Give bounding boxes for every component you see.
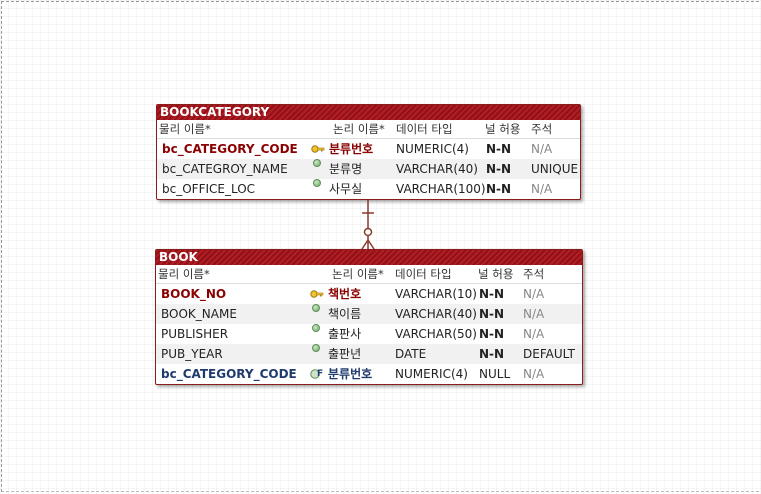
header-physical-name: 물리 이름* (159, 122, 211, 136)
comment: N/A (523, 307, 545, 321)
physical-name: BOOK_NAME (161, 307, 237, 321)
comment: DEFAULT (523, 347, 575, 361)
header-physical-name: 물리 이름* (158, 267, 210, 281)
logical-name: 분류명 (329, 162, 363, 176)
data-type: VARCHAR(100) (396, 182, 486, 196)
physical-name: PUBLISHER (161, 327, 229, 341)
attribute-row[interactable]: bc_OFFICE_LOC 사무실 VARCHAR(100) N-N N/A (157, 179, 580, 199)
nullable: N-N (486, 162, 512, 176)
attribute-row[interactable]: bc_CATEGORY_CODE 분류번호 NUMERIC(4) N-N N/A (157, 139, 580, 159)
column-header-row: 물리 이름* 논리 이름* 데이터 타입 널 허용 주석 (156, 265, 582, 284)
column-header-row: 물리 이름* 논리 이름* 데이터 타입 널 허용 주석 (157, 120, 580, 139)
data-type: VARCHAR(40) (395, 307, 477, 321)
entity-bookcategory[interactable]: BOOKCATEGORY 물리 이름* 논리 이름* 데이터 타입 널 허용 주… (156, 104, 581, 200)
header-nullable: 널 허용 (485, 122, 521, 136)
attribute-row[interactable]: BOOK_NAME 책이름 VARCHAR(40) N-N N/A (156, 304, 582, 324)
comment: N/A (523, 367, 545, 381)
header-comment: 주석 (523, 267, 545, 281)
data-type: NUMERIC(4) (395, 367, 468, 381)
attribute-row[interactable]: PUBLISHER 출판사 VARCHAR(50) N-N N/A (156, 324, 582, 344)
header-logical-name: 논리 이름* (333, 122, 385, 136)
logical-name: 분류번호 (329, 142, 374, 156)
nullable: NULL (479, 367, 511, 381)
comment: N/A (523, 327, 545, 341)
entity-title[interactable]: BOOK (156, 250, 582, 265)
attribute-row[interactable]: bc_CATEGROY_NAME 분류명 VARCHAR(40) N-N UNI… (157, 159, 580, 179)
physical-name: PUB_YEAR (161, 347, 223, 361)
comment: N/A (523, 287, 545, 301)
header-data-type: 데이터 타입 (396, 122, 453, 136)
entity-book[interactable]: BOOK 물리 이름* 논리 이름* 데이터 타입 널 허용 주석 BOOK_N… (155, 249, 583, 385)
attribute-list: BOOK_NO 책번호 VARCHAR(10) N-N N/A BOOK_NAM… (156, 284, 582, 384)
nullable: N-N (479, 287, 505, 301)
header-data-type: 데이터 타입 (395, 267, 452, 281)
attribute-list: bc_CATEGORY_CODE 분류번호 NUMERIC(4) N-N N/A… (157, 139, 580, 199)
entity-title[interactable]: BOOKCATEGORY (157, 105, 580, 120)
nullable: N-N (486, 182, 512, 196)
attribute-dot-icon (312, 304, 320, 312)
logical-name: 사무실 (329, 182, 363, 196)
attribute-dot-icon (312, 324, 320, 332)
data-type: VARCHAR(10) (395, 287, 477, 301)
data-type: VARCHAR(40) (396, 162, 478, 176)
logical-name: 책번호 (328, 287, 362, 301)
attribute-dot-icon (312, 344, 320, 352)
header-comment: 주석 (531, 122, 553, 136)
attribute-dot-icon (313, 159, 321, 167)
header-logical-name: 논리 이름* (332, 267, 384, 281)
physical-name: bc_CATEGORY_CODE (162, 142, 298, 156)
logical-name: 출판년 (328, 347, 362, 361)
header-nullable: 널 허용 (478, 267, 514, 281)
nullable: N-N (479, 327, 505, 341)
nullable: N-N (479, 347, 505, 361)
physical-name: BOOK_NO (161, 287, 227, 301)
comment: UNIQUE (531, 162, 579, 176)
nullable: N-N (486, 142, 512, 156)
key-icon (311, 145, 325, 153)
logical-name: 분류번호 (328, 367, 373, 381)
logical-name: 책이름 (328, 307, 362, 321)
attribute-row[interactable]: BOOK_NO 책번호 VARCHAR(10) N-N N/A (156, 284, 582, 304)
data-type: VARCHAR(50) (395, 327, 477, 341)
svg-text:F: F (317, 369, 323, 379)
data-type: NUMERIC(4) (396, 142, 469, 156)
data-type: DATE (395, 347, 427, 361)
nullable: N-N (479, 307, 505, 321)
attribute-row[interactable]: PUB_YEAR 출판년 DATE N-N DEFAULT (156, 344, 582, 364)
logical-name: 출판사 (328, 327, 362, 341)
physical-name: bc_OFFICE_LOC (162, 182, 256, 196)
comment: N/A (531, 182, 553, 196)
attribute-dot-icon (313, 179, 321, 187)
physical-name: bc_CATEGORY_CODE (161, 367, 297, 381)
comment: N/A (531, 142, 553, 156)
foreign-key-icon: F (310, 369, 323, 379)
attribute-row[interactable]: bc_CATEGORY_CODE F 분류번호 NUMERIC(4) NULL … (156, 364, 582, 384)
key-icon (310, 290, 324, 298)
physical-name: bc_CATEGROY_NAME (162, 162, 288, 176)
